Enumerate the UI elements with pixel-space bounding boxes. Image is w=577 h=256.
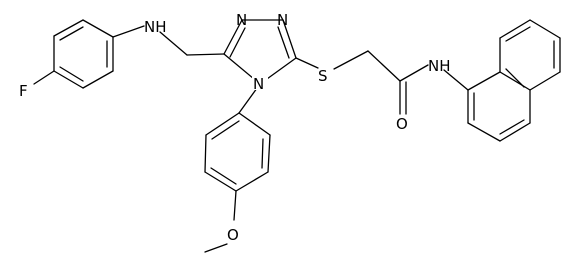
triazole-n1-label: N [236,11,247,29]
c-f-bond [33,70,55,85]
naphthalene-ring [467,19,561,142]
triazole-n2-label: N [277,11,288,29]
sulfur-label: S [318,67,328,85]
amine-nh-label: NH [144,18,167,36]
carbonyl-nh-bond [399,64,429,82]
carbonyl-oxygen-label: O [396,115,408,133]
atom-labels: F NH N N N S O NH O [19,11,451,244]
o-methyl-bond [204,243,228,253]
amide-nh-label: NH [428,57,451,75]
ch2-triazole-bond [186,53,225,56]
aryl-o-bond [233,190,237,221]
nh-ch2-bond [159,31,188,56]
triazole-s-bond [295,57,319,69]
s-ch2-bond [333,50,369,70]
methoxyphenyl-ring [204,112,271,192]
fluorophenyl-ring [53,19,114,89]
nh-naphthyl-bond [443,69,469,91]
ether-oxygen-label: O [227,226,239,244]
fluorine-label: F [19,82,28,100]
triazole-n4-label: N [253,75,264,93]
ch2-carbonyl-bond [367,50,401,82]
aryl-nh-bond [112,25,145,38]
